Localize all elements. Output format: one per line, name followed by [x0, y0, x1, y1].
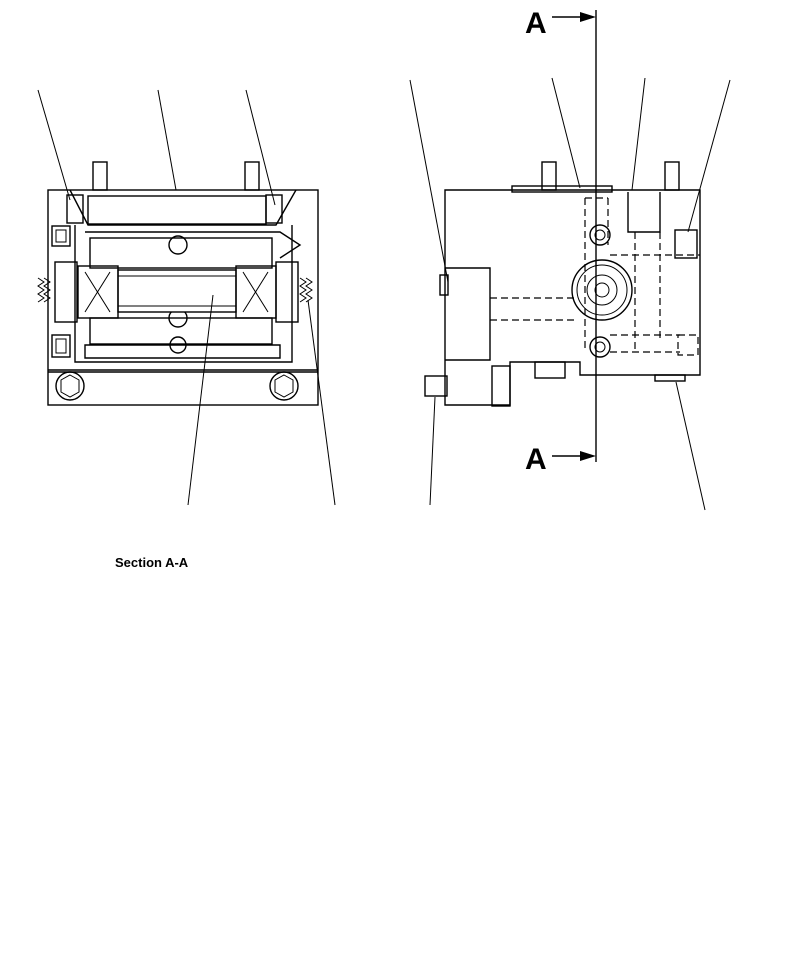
- section-marker-bottom: A: [525, 443, 547, 476]
- side-view: A A: [409, 7, 731, 511]
- section-view: [37, 89, 336, 506]
- section-caption: Section A-A: [115, 555, 189, 570]
- section-marker-top: A: [525, 7, 547, 40]
